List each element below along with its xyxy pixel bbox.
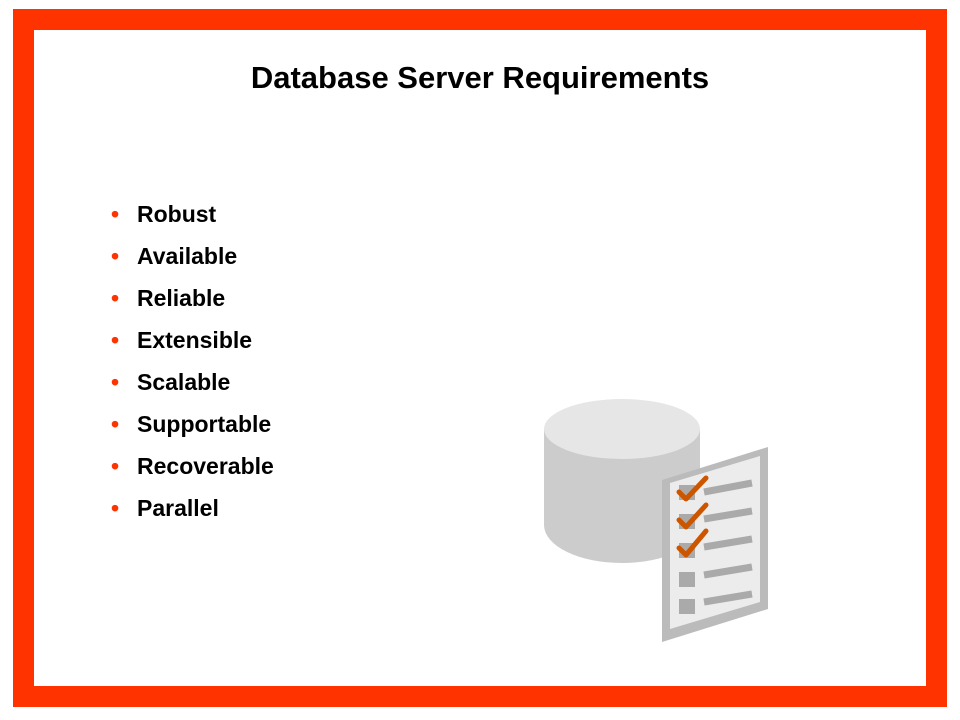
bullet-text: Recoverable [137, 453, 274, 479]
bullet-text: Supportable [137, 411, 272, 437]
list-item: • Parallel [111, 491, 274, 533]
bullet-text: Scalable [137, 369, 231, 395]
checklist-document-icon [662, 447, 768, 642]
slide-frame [13, 9, 947, 707]
list-item: • Supportable [111, 407, 274, 449]
list-item: • Available [111, 239, 274, 281]
list-item: • Extensible [111, 323, 274, 365]
database-cylinder-icon [544, 399, 700, 563]
checklist-lines [703, 479, 753, 606]
list-item: • Scalable [111, 365, 274, 407]
bullet-icon: • [111, 453, 120, 479]
checkmark-icon [676, 475, 709, 502]
bullet-text: Available [137, 243, 238, 269]
bullet-text: Parallel [137, 495, 219, 521]
bullet-icon: • [111, 243, 120, 269]
bullet-text: Robust [137, 201, 217, 227]
checkmark-icon [676, 502, 709, 530]
database-checklist-illustration [540, 395, 780, 660]
bullet-icon: • [111, 369, 120, 395]
list-item: • Robust [111, 197, 274, 239]
bullet-icon: • [111, 201, 120, 227]
checkmarks [676, 475, 709, 558]
bullet-icon: • [111, 327, 120, 353]
bullet-text: Reliable [137, 285, 226, 311]
bullet-icon: • [111, 495, 120, 521]
database-checklist-graphic [544, 399, 768, 642]
list-item: • Reliable [111, 281, 274, 323]
list-item: • Recoverable [111, 449, 274, 491]
bullet-icon: • [111, 285, 120, 311]
bullet-icon: • [111, 411, 120, 437]
bullet-text: Extensible [137, 327, 253, 353]
checkmark-icon [676, 528, 709, 558]
slide-title: Database Server Requirements [250, 60, 710, 95]
requirements-list: • Robust • Available • Reliable • Extensible… [111, 197, 274, 533]
